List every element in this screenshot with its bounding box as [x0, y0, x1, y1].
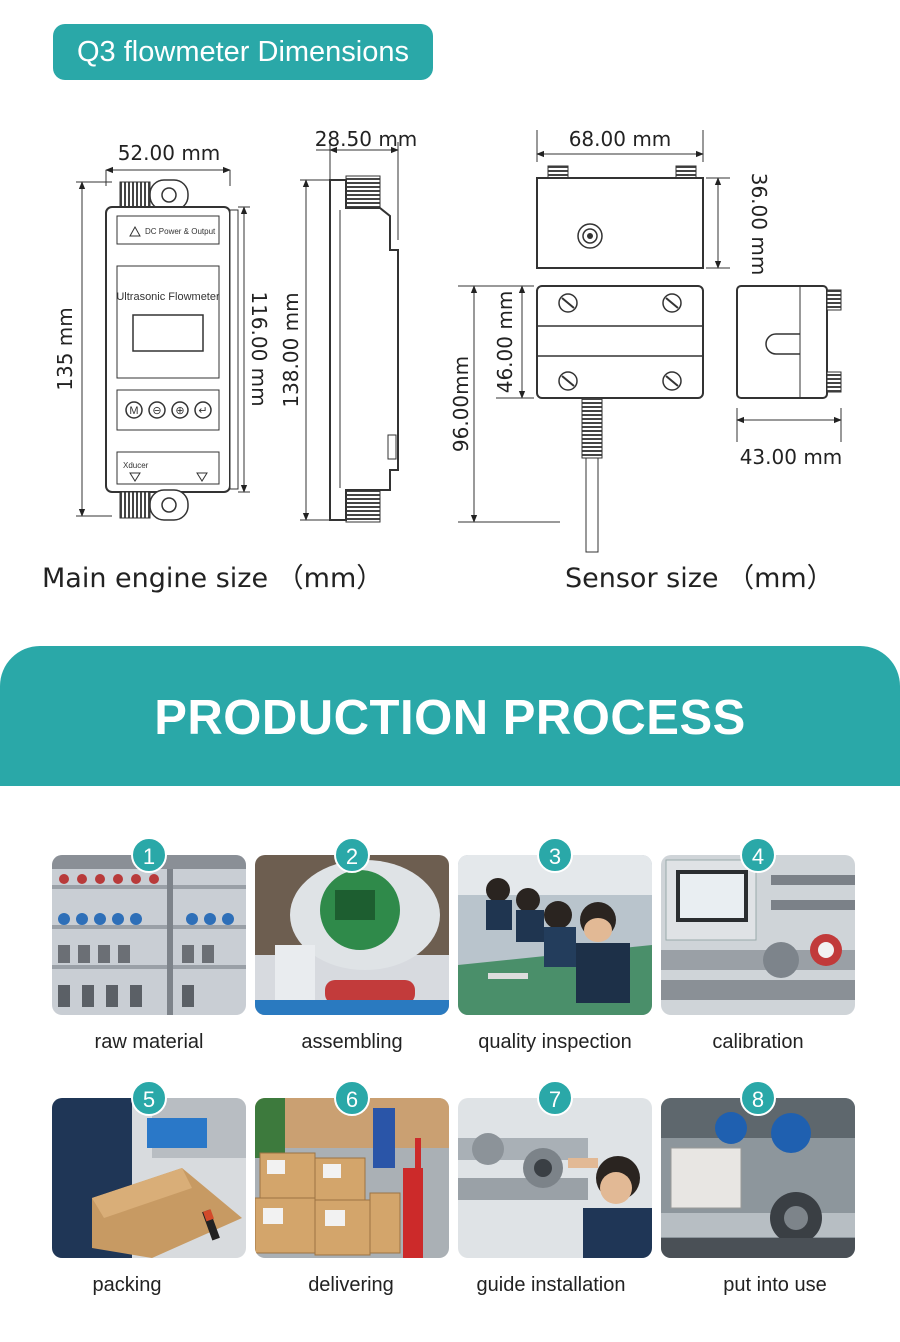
sensor-side-width-label: 43.00 mm — [740, 445, 843, 469]
sensor-caption: Sensor size （mm） — [565, 563, 834, 594]
main-engine-caption: Main engine size （mm） — [42, 563, 384, 594]
production-title: PRODUCTION PROCESS — [154, 691, 746, 745]
production-banner — [0, 646, 900, 786]
dimensions-title-badge: Q3 flowmeter Dimensions — [53, 24, 433, 80]
step-number-badge: 8 — [740, 1080, 776, 1116]
main-engine-side-view: 28.50 mm 138.00 mm — [279, 127, 418, 523]
sensor-side-view: 43.00 mm — [736, 285, 843, 469]
sensor-front-view: 46.00 mm 96.00mm — [449, 285, 704, 553]
step-label: delivering — [308, 1274, 394, 1296]
step-number-badge: 4 — [740, 837, 776, 873]
step-label: guide installation — [476, 1274, 626, 1296]
guide-installation-photo — [458, 1098, 652, 1258]
quality-inspection-photo — [458, 855, 652, 1015]
step-number-badge: 6 — [334, 1080, 370, 1116]
main-depth-label: 28.50 mm — [315, 127, 418, 151]
panel-name-label: Ultrasonic Flowmeter — [116, 291, 220, 303]
sensor-total-height-label: 96.00mm — [449, 356, 473, 452]
main-engine-front-view: DC Power & Output Ultrasonic Flowmeter M… — [53, 141, 271, 521]
button-enter-label: ↵ — [198, 405, 207, 417]
button-up-label: ⊕ — [175, 405, 184, 417]
main-width-label: 52.00 mm — [118, 141, 221, 165]
delivering-photo — [255, 1098, 449, 1258]
step-label: put into use — [723, 1274, 827, 1296]
step-number-badge: 3 — [537, 837, 573, 873]
main-body-height-label: 116.00 mm — [247, 291, 271, 406]
sensor-width-label: 68.00 mm — [569, 127, 672, 151]
step-number-badge: 1 — [131, 837, 167, 873]
sensor-body-height-label: 46.00 mm — [493, 291, 517, 394]
sensor-top-view: 68.00 mm 36.00 mm — [536, 127, 771, 276]
step-number-badge: 5 — [131, 1080, 167, 1116]
step-label: calibration — [712, 1031, 804, 1053]
step-label: assembling — [301, 1031, 403, 1053]
put-into-use-photo — [661, 1098, 855, 1258]
step-label: packing — [92, 1274, 162, 1296]
raw-material-photo — [52, 855, 246, 1015]
calibration-photo — [661, 855, 855, 1015]
assembling-photo — [255, 855, 449, 1015]
main-outer-height-label: 135 mm — [53, 307, 77, 391]
sensor-top-height-label: 36.00 mm — [747, 173, 771, 276]
step-number-badge: 7 — [537, 1080, 573, 1116]
step-label: raw material — [94, 1031, 204, 1053]
main-side-height-label: 138.00 mm — [279, 292, 303, 407]
step-label: quality inspection — [478, 1031, 632, 1053]
button-down-label: ⊖ — [152, 405, 161, 417]
button-m-label: M — [129, 405, 138, 417]
step-number-badge: 2 — [334, 837, 370, 873]
panel-bottom-label: Xducer — [123, 461, 149, 470]
panel-top-label: DC Power & Output — [145, 227, 216, 236]
dimension-drawing: DC Power & Output Ultrasonic Flowmeter M… — [53, 127, 843, 553]
packing-photo — [52, 1098, 246, 1258]
